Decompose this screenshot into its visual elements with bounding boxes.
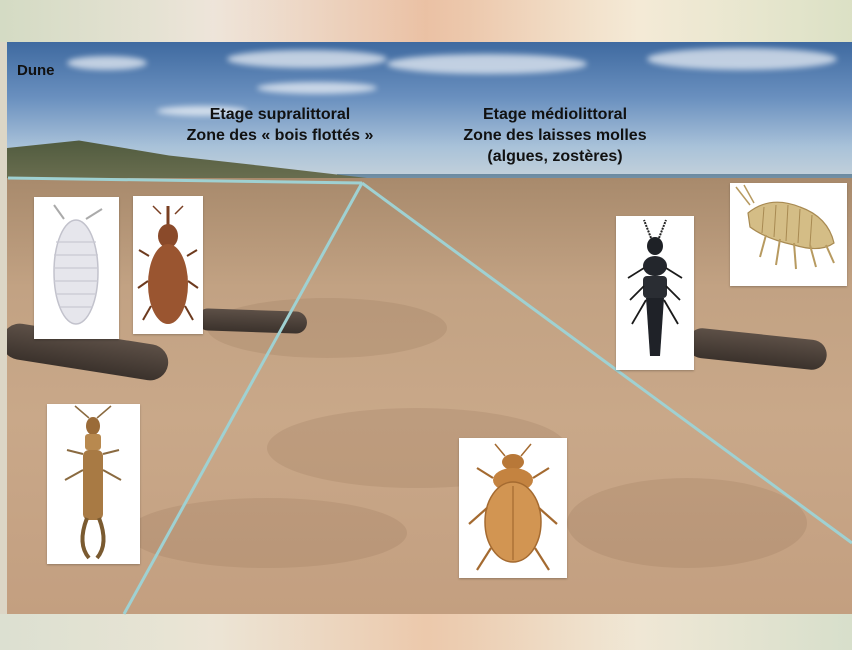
- supralittoral-title: Etage supralittoral: [140, 104, 420, 125]
- earwig-illustration: [47, 404, 140, 564]
- sand-hopper-illustration: [730, 183, 847, 286]
- supralittoral-label: Etage supralittoral Zone des « bois flot…: [140, 104, 420, 146]
- dung-beetle-illustration: [459, 438, 567, 578]
- dune-label: Dune: [17, 60, 55, 81]
- mediolittoral-label: Etage médiolittoral Zone des laisses mol…: [420, 104, 690, 167]
- woodlouse-illustration: [34, 197, 119, 339]
- mediolittoral-zone: Zone des laisses molles: [420, 125, 690, 146]
- supralittoral-zone: Zone des « bois flottés »: [140, 125, 420, 146]
- mediolittoral-zone-detail: (algues, zostères): [420, 146, 690, 167]
- weevil-illustration: [133, 196, 203, 334]
- rove-beetle-illustration: [616, 216, 694, 370]
- zone-line-horizontal: [8, 178, 362, 183]
- mediolittoral-title: Etage médiolittoral: [420, 104, 690, 125]
